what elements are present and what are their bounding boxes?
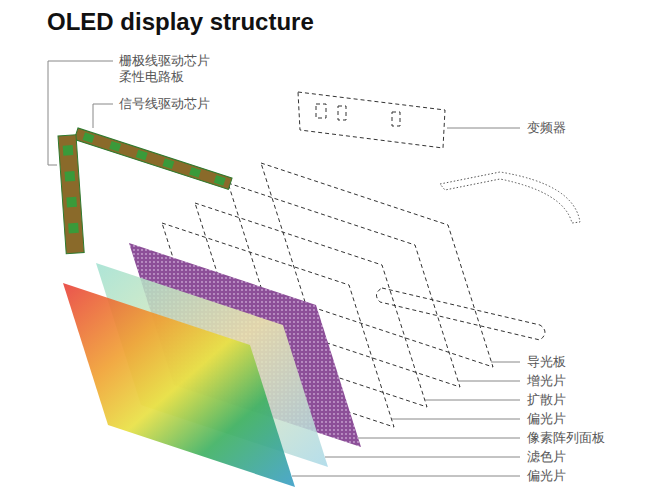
driver-chip [136,150,148,161]
light-strip [376,288,545,340]
flex-board [58,135,84,254]
part-label: 变频器 [526,120,567,136]
driver-chip [214,175,226,186]
reflector [440,172,580,223]
diagram-title: OLED display structure [47,8,314,36]
leader-line [458,381,520,382]
leader-line [491,362,520,363]
inverter-outline [298,92,445,148]
inverter-part [338,106,346,120]
gate-driver-board [58,135,84,254]
inverter-part [316,104,326,118]
flex-board [74,128,232,189]
driver-chip [68,223,79,234]
part-label: 偏光片 [526,468,567,484]
part-label: 偏光片 [526,411,567,427]
leader-line [447,128,520,129]
part-label: 扩散片 [526,392,567,408]
driver-chip [189,167,201,178]
part-label: 信号线驱动芯片 [118,96,211,112]
driver-chip [66,197,77,208]
leader-line [48,61,113,165]
driver-chip [109,141,121,152]
leader-line [292,476,520,477]
source-driver-board [74,128,232,189]
driver-chip [63,145,74,156]
driver-chip [83,132,95,143]
front-polarizer [63,283,295,487]
part-label: 滤色片 [526,449,567,465]
part-label: 导光板 [526,354,567,370]
leader-line [325,457,520,458]
leader-line [425,400,520,401]
part-label: 栅极线驱动芯片 柔性电路板 [118,53,224,85]
driver-chip [65,171,76,182]
part-label: 增光片 [526,373,567,389]
leader-line [392,419,520,420]
leader-line [358,438,520,439]
part-label: 像素阵列面板 [526,430,606,446]
driver-chip [162,158,174,169]
inverter-part [392,112,400,126]
leader-line [93,104,113,128]
